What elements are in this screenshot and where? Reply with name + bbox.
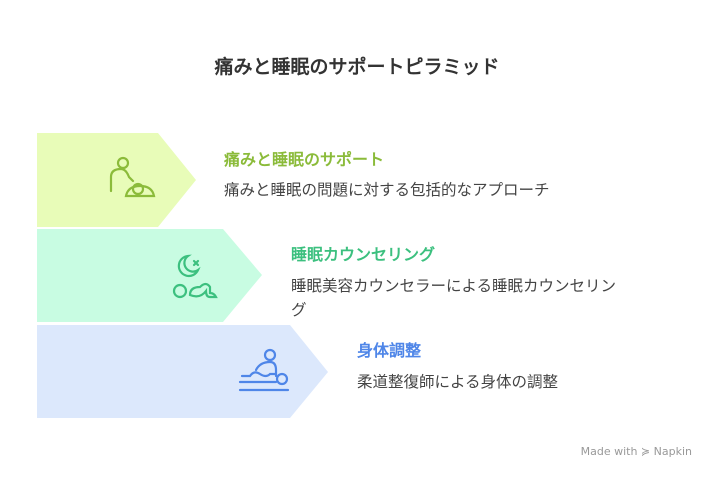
level-2-description: 睡眠美容カウンセラーによる睡眠カウンセリング <box>291 277 617 319</box>
band-3 <box>37 325 328 418</box>
band-1 <box>37 133 196 227</box>
caregiver-icon <box>109 156 156 198</box>
band-2 <box>37 229 262 322</box>
page-title: 痛みと睡眠のサポートピラミッド <box>214 56 500 78</box>
level-1-description: 痛みと睡眠の問題に対する包括的なアプローチ <box>224 181 550 199</box>
level-2-heading: 睡眠カウンセリング <box>291 245 436 264</box>
napkin-footer[interactable]: Made with ≽ Napkin <box>580 445 692 458</box>
sleep-moon-icon <box>172 254 218 299</box>
level-3-description: 柔道整復師による身体の調整 <box>357 373 559 391</box>
level-1-heading: 痛みと睡眠のサポート <box>224 150 385 169</box>
level-3-heading: 身体調整 <box>357 341 422 360</box>
massage-icon <box>238 348 290 392</box>
